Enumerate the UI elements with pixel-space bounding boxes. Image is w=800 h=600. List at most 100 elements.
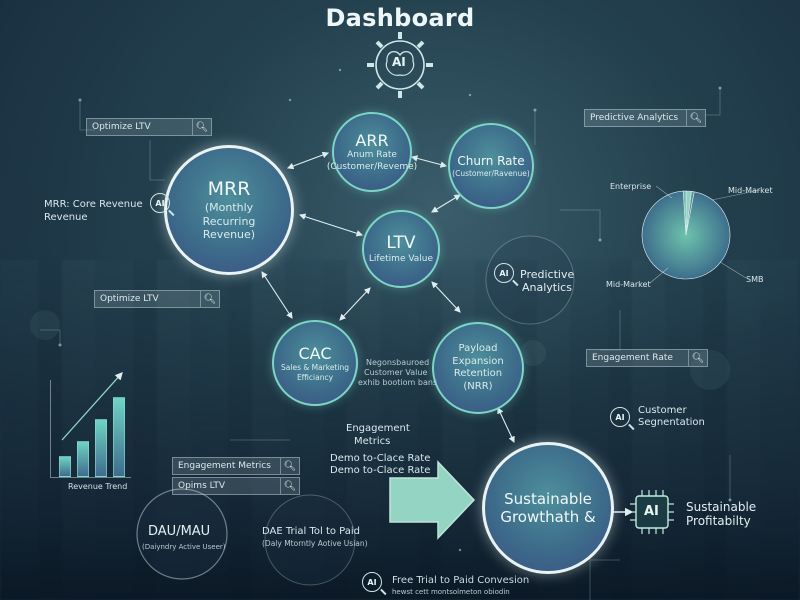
cac-title: CAC: [298, 344, 332, 364]
search-predictive-analytics[interactable]: Predictive Analytics 🔍︎: [584, 109, 706, 127]
arrow-ltv-churn: [431, 194, 461, 213]
dau-circle: [136, 488, 228, 580]
cac-side-label-1: Negonsbauroed: [366, 358, 430, 367]
pie-label-mid-market-top: Mid-Market: [728, 186, 773, 195]
arrow-mrr-cac: [261, 271, 293, 319]
ltv-node[interactable]: LTV Lifetime Value: [362, 210, 440, 288]
arrow-arr-churn: [410, 155, 448, 168]
pie-slice-3: [641, 190, 731, 280]
ltv-title: LTV: [386, 233, 416, 254]
search-opims-ltv[interactable]: Opims LTV 🔍︎: [172, 477, 300, 495]
predictive-circle: [485, 235, 575, 325]
ltv-subtitle: Lifetime Value: [368, 253, 434, 264]
search-text: Engagement Metrics: [178, 461, 271, 471]
search-icon[interactable]: 🔍︎: [280, 458, 299, 474]
pie-pointer-line: [655, 185, 673, 199]
payload-line-2: Expansion: [452, 355, 504, 367]
pie-label-enterprise: Enterprise: [610, 182, 652, 191]
mrr-core-revenue-label: MRR: Core Revenue: [44, 199, 143, 210]
bokeh-light: [690, 350, 730, 390]
ai-brain-gear-icon: [367, 32, 433, 98]
cac-side-label-2: Customer Value: [364, 368, 428, 377]
pie-label-mid-market-bottom: Mid-Market: [606, 280, 651, 289]
growth-line-1: Sustainable: [504, 490, 592, 508]
predictive-label-1: Predictive: [520, 268, 575, 281]
arrow-trend: [61, 372, 123, 441]
search-icon[interactable]: 🔍︎: [280, 478, 299, 494]
arrow-ltv-payload: [431, 281, 461, 313]
growth-line-2: Growthath &: [500, 508, 596, 526]
cac-subtitle-1: Sales & Marketing: [281, 363, 349, 373]
revenue-bar-4: [113, 397, 125, 477]
search-icon[interactable]: 🔍︎: [200, 291, 219, 307]
demo-rate-label-2: Demo to-Clace Rate: [330, 465, 431, 476]
dau-mau-subtitle: (Daiyndry Active Useer): [142, 543, 226, 551]
ai-chip-icon: [630, 490, 674, 534]
churn-subtitle: (Customer/Ravenue): [452, 168, 530, 178]
pie-label-smb: SMB: [746, 275, 764, 284]
customer-segmentation-label-2: Segnentation: [638, 417, 705, 428]
arrow-mrr-ltv: [298, 213, 364, 237]
customer-segmentation-label-1: Customer: [638, 405, 687, 416]
revenue-bar-1: [59, 455, 71, 477]
mrr-node[interactable]: MRR (Monthly Recurring Revenue): [164, 145, 294, 275]
payload-line-1: Payload: [458, 343, 498, 354]
background-skyline: [0, 260, 800, 600]
pie-pointer-line: [711, 189, 761, 201]
trial-circle: [264, 494, 356, 586]
trial-to-paid-subtitle: (Daly Mtorntly Aotive Usian): [262, 539, 368, 548]
big-arrow-icon: [389, 460, 476, 540]
segment-pie-chart: [641, 185, 761, 284]
page-title: Dashboard: [325, 4, 475, 32]
payload-line-4: (NRR): [463, 380, 493, 392]
arr-node[interactable]: ARR Anum Rate (Customer/Reveme): [327, 112, 417, 192]
cac-node[interactable]: CAC Sales & Marketing Efficiancy: [272, 320, 358, 406]
pie-pointer-line: [719, 261, 747, 279]
bokeh-light: [30, 310, 60, 340]
search-icon[interactable]: 🔍︎: [688, 350, 707, 366]
arr-title: ARR: [355, 131, 389, 151]
mrr-revenue-label: Revenue: [44, 212, 88, 223]
arrow-cac-ltv: [339, 287, 371, 321]
engagement-label-2: Metrics: [354, 436, 391, 447]
revenue-bar-3: [95, 418, 107, 477]
cac-subtitle-2: Efficiancy: [296, 372, 334, 382]
search-text: Opims LTV: [178, 481, 226, 491]
search-optimize-ltv-mid[interactable]: Optimize LTV 🔍︎: [94, 290, 220, 308]
churn-rate-node[interactable]: Churn Rate (Customer/Ravenue): [448, 123, 534, 209]
revenue-trend-label: Revenue Trend: [68, 482, 128, 491]
revenue-trend-chart: [50, 380, 131, 478]
predictive-label-2: Analytics: [522, 281, 572, 294]
search-icon[interactable]: 🔍︎: [686, 110, 705, 126]
free-trial-label: Free Trial to Paid Convesion: [392, 575, 530, 586]
cac-side-label-3: exhib bootiom bans: [358, 378, 438, 387]
revenue-bar-2: [77, 441, 89, 477]
arr-subtitle-1: Anum Rate: [347, 150, 397, 161]
engagement-label-1: Engagement: [346, 423, 410, 434]
search-engagement-rate[interactable]: Engagement Rate 🔍︎: [586, 349, 708, 367]
payload-line-3: Retention: [453, 368, 503, 379]
churn-title: Churn Rate: [457, 154, 525, 169]
arr-subtitle-2: (Customer/Reveme): [326, 161, 418, 172]
search-text: Optimize LTV: [100, 294, 159, 304]
free-trial-sublabel: hewst cett montsolmeton obiodin: [392, 588, 510, 596]
search-optimize-ltv-top[interactable]: Optimize LTV 🔍︎: [86, 118, 212, 136]
search-text: Engagement Rate: [592, 353, 673, 363]
ai-search-icon: AI: [610, 407, 630, 427]
pie-slice-4: [682, 190, 687, 236]
search-engagement-metrics[interactable]: Engagement Metrics 🔍︎: [172, 457, 300, 475]
ai-chip-text: AI: [644, 504, 659, 519]
dau-mau-title: DAU/MAU: [148, 524, 211, 539]
search-icon[interactable]: 🔍︎: [192, 119, 211, 135]
sustainable-profit-label-2: Profitabilty: [686, 514, 751, 528]
payload-nrr-node[interactable]: Payload Expansion Retention (NRR): [432, 322, 524, 414]
ai-search-icon: AI: [362, 572, 382, 592]
mrr-title: MRR: [207, 177, 251, 200]
ai-search-icon: AI: [150, 193, 170, 213]
gear-ai-label: AI: [392, 55, 406, 69]
sustainable-growth-node[interactable]: Sustainable Growthath &: [482, 442, 614, 574]
pie-pointer-line: [649, 267, 669, 284]
mrr-subtitle: (Monthly Recurring Revenue): [202, 200, 256, 242]
arrow-mrr-arr: [286, 151, 330, 170]
